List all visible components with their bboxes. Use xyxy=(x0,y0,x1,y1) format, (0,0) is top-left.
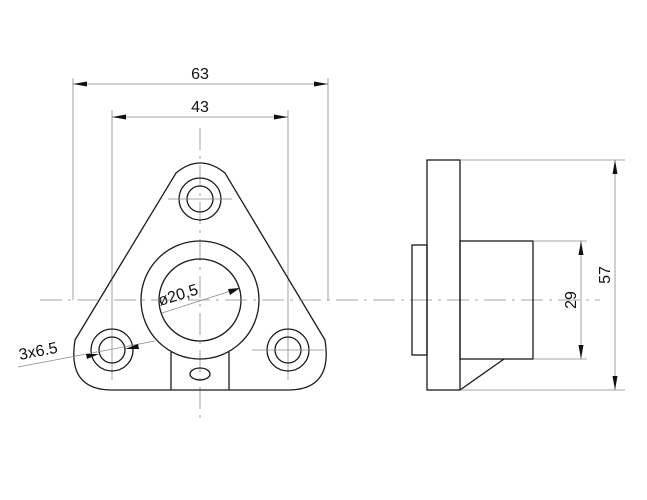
side-pilot xyxy=(411,244,428,356)
left-counterbore xyxy=(90,328,134,372)
dimension-29-label: 29 xyxy=(563,291,580,309)
arrow-icon xyxy=(73,81,87,87)
side-gusset xyxy=(459,358,505,391)
side-flange xyxy=(426,159,461,391)
flange-outline xyxy=(73,162,327,391)
side-view: 29 57 xyxy=(411,159,625,391)
dimension-63-label: 63 xyxy=(191,66,209,83)
arrow-icon xyxy=(274,114,288,120)
arrow-icon xyxy=(112,114,126,120)
bore-dimension-line xyxy=(161,287,241,314)
arrow-icon xyxy=(612,160,618,174)
arrow-icon xyxy=(578,345,584,359)
boss-outer xyxy=(140,240,260,360)
arrow-icon xyxy=(314,81,328,87)
side-boss xyxy=(459,240,534,360)
set-screw-hole xyxy=(189,367,211,381)
bore-diameter-label: ø20,5 xyxy=(156,282,200,310)
arrow-icon xyxy=(578,241,584,255)
arrow-icon xyxy=(612,376,618,390)
left-hole xyxy=(98,336,126,364)
arrow-icon xyxy=(86,354,99,359)
front-view: 63 43 ø20,5 3 xyxy=(18,66,329,418)
dimension-43-label: 43 xyxy=(191,99,209,116)
arrow-icon xyxy=(125,344,139,349)
dimension-57-label: 57 xyxy=(597,266,614,284)
arrow-icon xyxy=(228,288,240,295)
